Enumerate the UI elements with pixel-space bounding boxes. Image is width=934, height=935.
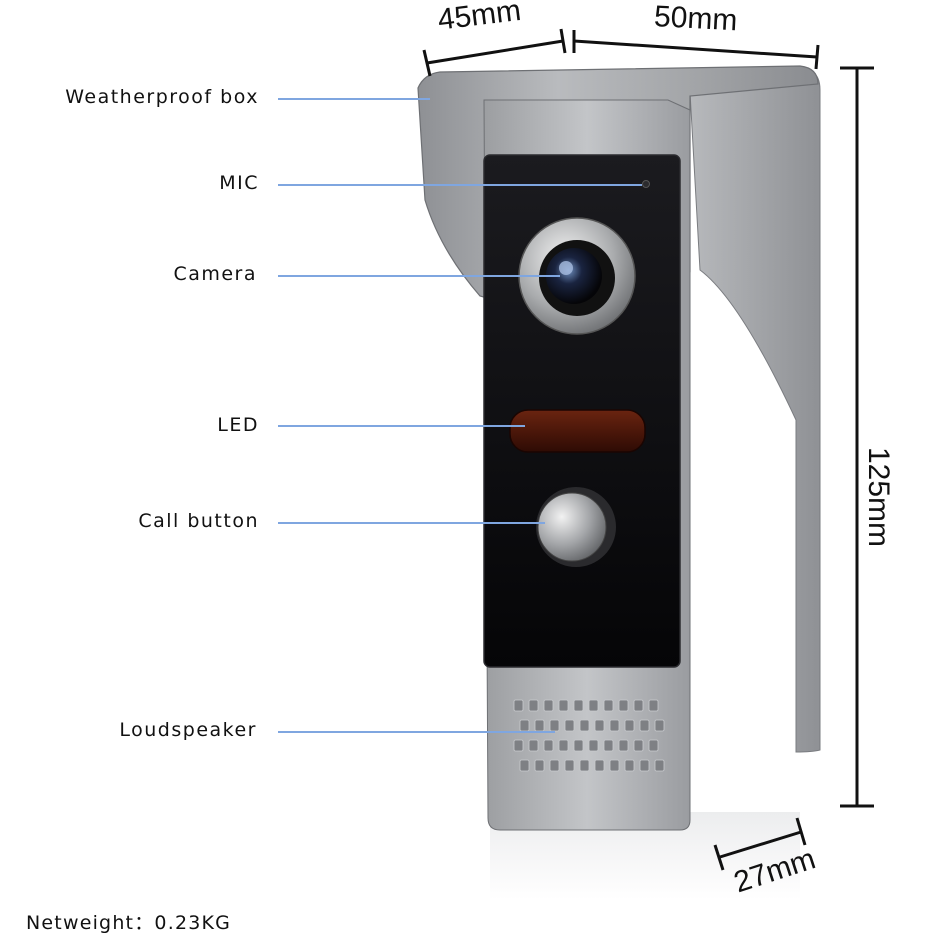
grille-hole <box>564 759 575 772</box>
hood-side <box>689 71 821 753</box>
grille-hole <box>573 739 584 752</box>
call-button <box>537 492 607 562</box>
grille-hole <box>588 739 599 752</box>
grille-hole <box>609 759 620 772</box>
grille-hole <box>654 759 665 772</box>
dim-tick-50-right <box>814 44 820 70</box>
label-led: LED <box>217 414 259 436</box>
grille-hole <box>639 719 650 732</box>
dim-line-50 <box>573 39 818 59</box>
grille-hole <box>633 699 644 712</box>
led-window <box>509 409 646 453</box>
grille-hole <box>549 759 560 772</box>
label-loudspeaker: Loudspeaker <box>119 719 257 741</box>
label-camera: Camera <box>173 263 257 285</box>
grille-hole <box>579 759 590 772</box>
grille-hole <box>648 699 659 712</box>
grille-hole <box>633 739 644 752</box>
grille-hole <box>609 719 620 732</box>
grille-hole <box>534 719 545 732</box>
grille-hole <box>648 739 659 752</box>
grille-hole <box>579 719 590 732</box>
grille-hole <box>513 739 524 752</box>
grille-hole <box>558 739 569 752</box>
grille-hole <box>534 759 545 772</box>
dim-tick-45-left <box>422 49 432 77</box>
grille-hole <box>549 719 560 732</box>
label-mic: MIC <box>219 172 259 194</box>
grille-hole <box>543 739 554 752</box>
grille-hole <box>588 699 599 712</box>
dim-tick-45-right <box>559 28 567 54</box>
grille-hole <box>543 699 554 712</box>
grille-hole <box>639 759 650 772</box>
grille-hole <box>618 699 629 712</box>
grille-hole <box>594 719 605 732</box>
grille-hole <box>624 719 635 732</box>
dimension-lines <box>422 28 874 871</box>
label-call-button: Call button <box>138 510 259 532</box>
grille-hole <box>624 759 635 772</box>
dim-label-50: 50mm <box>653 0 739 38</box>
dim-tick-27-left <box>713 844 725 871</box>
dim-label-125: 125mm <box>862 446 896 548</box>
floor-reflection <box>490 812 800 900</box>
lens-glint <box>559 261 573 275</box>
grille-hole <box>528 739 539 752</box>
grille-hole <box>564 719 575 732</box>
dim-line-45 <box>426 39 564 65</box>
grille-hole <box>558 699 569 712</box>
grille-hole <box>528 699 539 712</box>
grille-hole <box>573 699 584 712</box>
grille-hole <box>603 699 614 712</box>
dim-line-27 <box>719 830 802 859</box>
grille-hole <box>618 739 629 752</box>
loudspeaker-grille <box>513 699 665 772</box>
net-weight: Netweight：0.23KG <box>26 912 232 934</box>
mic-hole <box>642 180 650 188</box>
grille-hole <box>519 719 530 732</box>
grille-hole <box>594 759 605 772</box>
grille-hole <box>654 719 665 732</box>
grille-hole <box>513 699 524 712</box>
label-weatherproof-box: Weatherproof box <box>65 86 259 108</box>
grille-hole <box>603 739 614 752</box>
grille-hole <box>519 759 530 772</box>
leader-lines <box>278 98 642 733</box>
dim-tick-27-right <box>795 817 807 846</box>
camera-lens <box>546 248 602 304</box>
